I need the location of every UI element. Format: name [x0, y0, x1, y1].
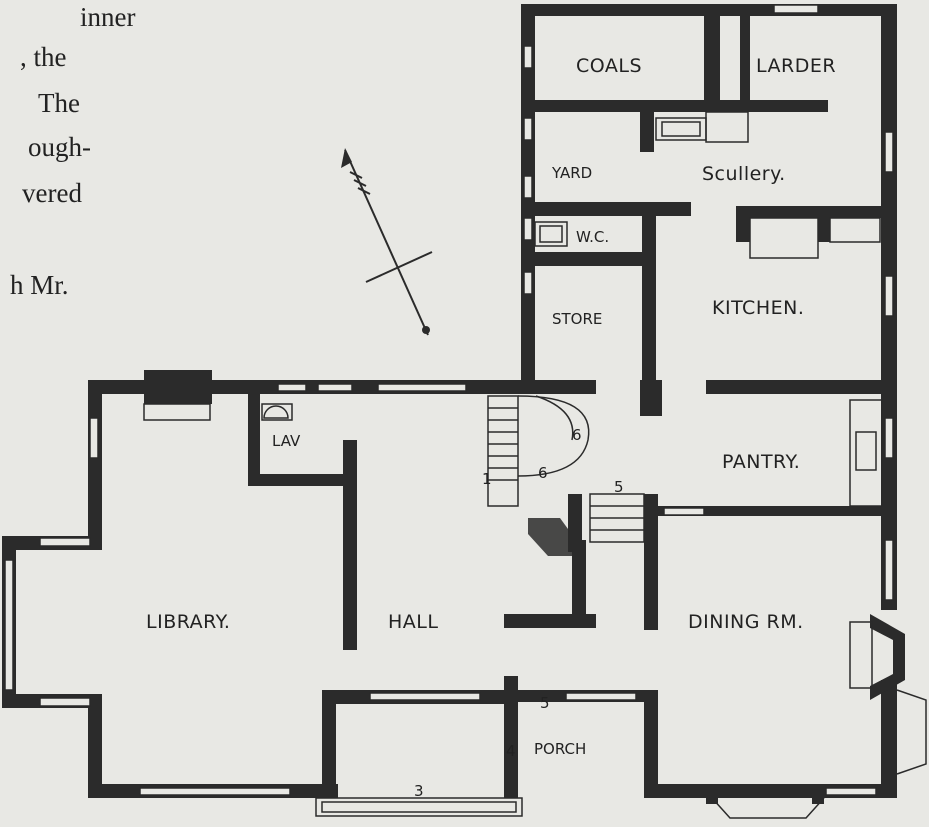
room-label-lav: LAV	[272, 432, 301, 450]
mark-6-a: 6	[572, 426, 582, 444]
room-label-library: LIBRARY.	[146, 611, 230, 633]
room-label-pantry: PANTRY.	[722, 451, 800, 473]
room-label-larder: LARDER	[756, 55, 836, 77]
main-block-walls	[2, 370, 897, 798]
service-wing-walls	[521, 4, 897, 524]
mark-3: 3	[414, 782, 424, 800]
mark-6-b: 6	[538, 464, 548, 482]
text-fragment-2: , the	[20, 42, 67, 72]
text-fragment-5: vered	[22, 178, 82, 208]
north-arrow-icon	[341, 148, 433, 336]
mark-5-stair: 5	[614, 478, 624, 496]
mark-5-porch: 5	[540, 694, 550, 712]
room-label-coals: COALS	[576, 55, 642, 77]
text-fragment-6: h Mr.	[10, 270, 69, 300]
text-fragment-4: ough-	[28, 132, 91, 162]
room-label-porch: PORCH	[534, 740, 586, 758]
room-label-yard: YARD	[551, 164, 592, 182]
room-label-store: STORE	[552, 310, 602, 328]
mark-4: 4	[506, 742, 516, 760]
room-label-kitchen: KITCHEN.	[712, 297, 804, 319]
staircase	[487, 395, 645, 556]
room-label-scullery: Scullery.	[702, 163, 786, 185]
mark-1: 1	[482, 470, 492, 488]
room-label-dining: DINING RM.	[688, 611, 804, 633]
text-fragment-3: The	[38, 88, 80, 118]
text-fragment-1: inner	[80, 2, 136, 32]
room-label-wc: W.C.	[576, 228, 609, 246]
room-label-hall: HALL	[388, 611, 438, 633]
